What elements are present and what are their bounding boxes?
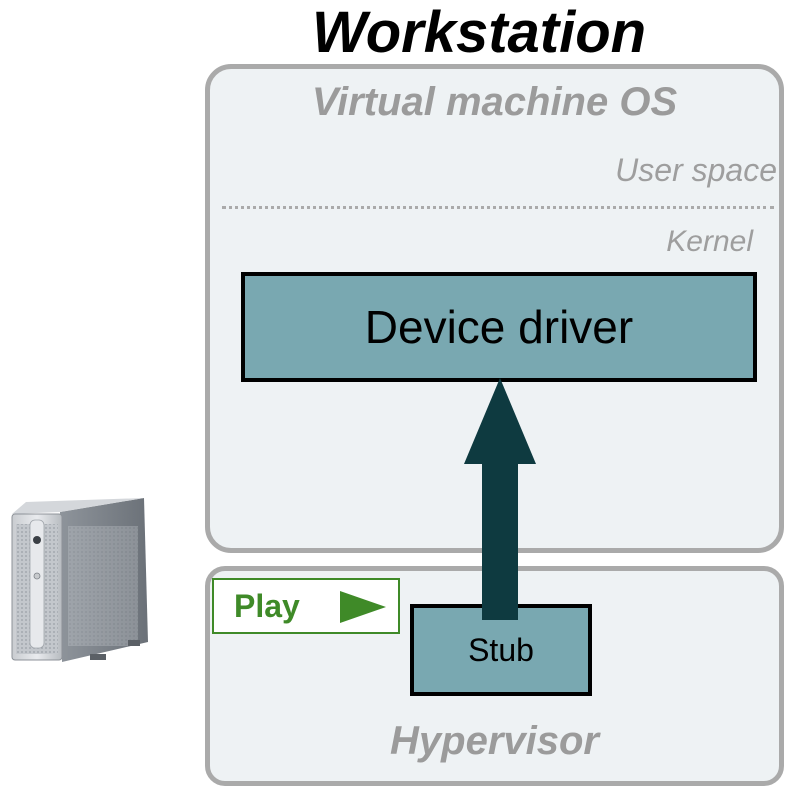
play-button[interactable]: Play <box>212 578 400 634</box>
kernel-label: Kernel <box>666 225 753 258</box>
device-driver-label: Device driver <box>364 301 634 353</box>
diagram-title: Workstation <box>312 0 647 65</box>
device-driver-box: Device driver <box>241 272 757 382</box>
play-icon <box>340 591 386 623</box>
user-space-label: User space <box>615 152 777 188</box>
server-tower-icon <box>11 498 148 662</box>
hypervisor-title: Hypervisor <box>390 719 599 763</box>
up-arrow <box>464 378 536 620</box>
stub-label: Stub <box>468 631 534 668</box>
play-button-label: Play <box>234 588 300 624</box>
user-kernel-divider <box>222 206 774 209</box>
virtual-machine-title: Virtual machine OS <box>311 80 678 124</box>
